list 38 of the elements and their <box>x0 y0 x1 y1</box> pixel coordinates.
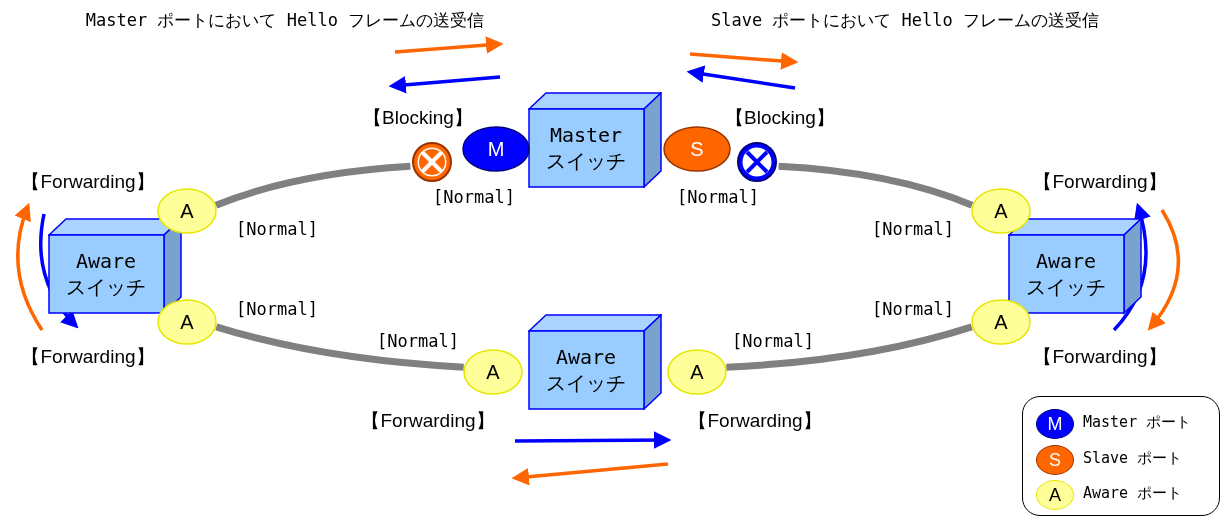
port-ellipse: S <box>663 126 731 172</box>
port-ellipse: A <box>157 299 217 345</box>
legend-text: Aware ポート <box>1083 486 1183 501</box>
state-label: 【Forwarding】 <box>688 410 822 430</box>
title: Slave ポートにおいて Hello フレームの送受信 <box>710 11 1100 29</box>
state-label: 【Blocking】 <box>363 107 473 127</box>
port-ellipse: A <box>971 299 1031 345</box>
port-ellipse: A <box>157 188 217 234</box>
port-ellipse: M <box>462 126 530 172</box>
port-ellipse: A <box>667 349 727 395</box>
status-label: [Normal] <box>236 300 318 318</box>
status-label: [Normal] <box>872 220 954 238</box>
state-label: 【Forwarding】 <box>1033 171 1167 191</box>
status-label: [Normal] <box>872 300 954 318</box>
status-label: [Normal] <box>732 332 814 350</box>
legend-letter: S <box>1049 451 1061 469</box>
legend-letter: M <box>1047 415 1063 433</box>
ring-link <box>778 162 974 209</box>
state-label: 【Blocking】 <box>725 107 835 127</box>
state-label: 【Forwarding】 <box>1033 346 1167 366</box>
blocked-port-icon <box>410 140 454 184</box>
ring-link <box>215 323 464 371</box>
status-label: [Normal] <box>677 188 759 206</box>
legend-letter: A <box>1049 486 1061 504</box>
status-label: [Normal] <box>433 188 515 206</box>
blocked-port-icon <box>735 140 779 184</box>
status-label: [Normal] <box>377 332 459 350</box>
ring-link <box>214 162 411 209</box>
status-label: [Normal] <box>236 220 318 238</box>
state-label: 【Forwarding】 <box>361 410 495 430</box>
state-label: 【Forwarding】 <box>21 346 155 366</box>
port-ellipse: A <box>971 188 1031 234</box>
legend-text: Slave ポート <box>1083 450 1183 466</box>
title: Master ポートにおいて Hello フレームの送受信 <box>85 11 485 29</box>
port-ellipse: A <box>463 349 523 395</box>
state-label: 【Forwarding】 <box>21 171 155 191</box>
legend-text: Master ポート <box>1083 415 1192 430</box>
ring-link <box>726 323 973 371</box>
